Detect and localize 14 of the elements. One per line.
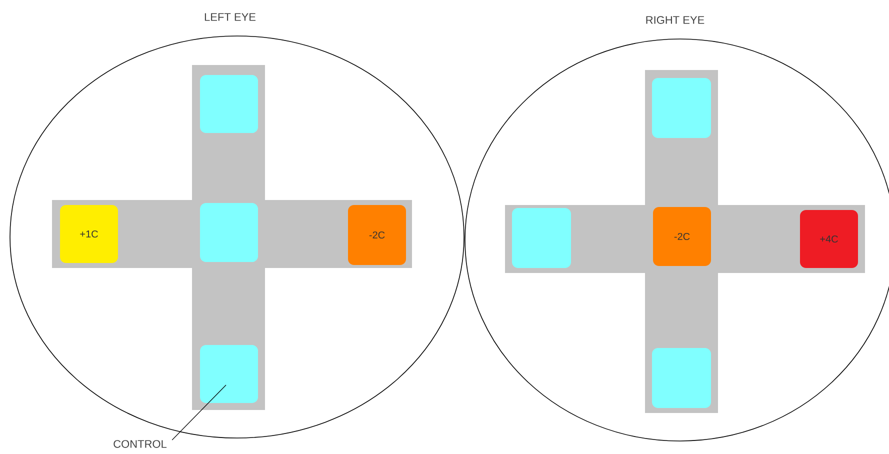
lens-square: +4C — [800, 210, 858, 268]
empty-square — [512, 208, 571, 268]
empty-square — [200, 203, 258, 262]
lens-square: -2C — [348, 204, 406, 265]
leader-line — [172, 384, 226, 440]
empty-square — [652, 78, 711, 138]
callout-label: CONTROL — [114, 440, 167, 448]
empty-square — [200, 344, 258, 403]
lens-square: +1C — [60, 204, 118, 263]
empty-square — [652, 348, 711, 408]
empty-square — [200, 75, 258, 133]
lens-square: -2C — [653, 206, 711, 266]
eye-title: LEFT EYE — [204, 13, 256, 21]
eye-title: RIGHT EYE — [646, 16, 704, 24]
